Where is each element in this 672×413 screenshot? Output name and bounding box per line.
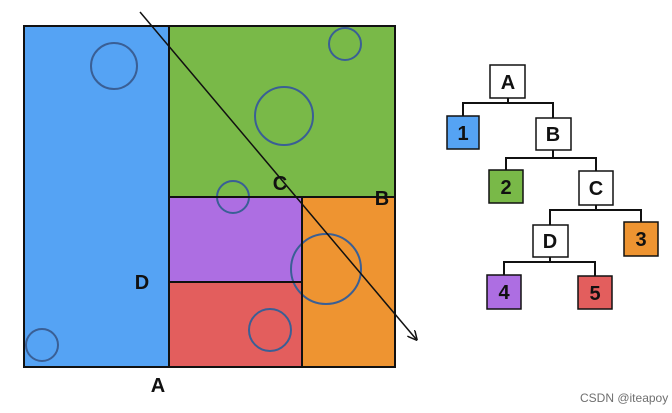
- tree-leaf-3: 3: [623, 221, 659, 257]
- tree-edge: [549, 205, 597, 225]
- tree-edges: [462, 98, 642, 276]
- tree-leaf-1: 1: [446, 115, 480, 150]
- circle: [248, 308, 292, 352]
- circle: [254, 86, 314, 146]
- circle: [328, 27, 362, 61]
- tree-edge: [462, 98, 509, 116]
- tree-leaf-4: 4: [486, 274, 522, 310]
- tree-edge: [553, 157, 597, 171]
- split-label-b: B: [375, 188, 389, 210]
- tree-edge: [508, 102, 554, 118]
- tree-edge: [596, 209, 642, 222]
- tree-node-d: D: [532, 224, 569, 258]
- region-5: [169, 282, 302, 367]
- node-label: C: [589, 178, 603, 200]
- node-box: [578, 170, 614, 206]
- node-box: [532, 224, 569, 258]
- node-label: D: [543, 231, 557, 253]
- leaf-label: 4: [498, 282, 510, 304]
- partition-square: A B C D: [23, 11, 416, 397]
- split-label-a: A: [151, 375, 165, 397]
- region-1: [24, 26, 169, 367]
- node-box: [535, 117, 572, 151]
- leaf-label: 2: [500, 177, 511, 199]
- circle: [290, 233, 362, 305]
- leaf-box: [577, 275, 613, 310]
- splitting-arrow: [139, 11, 416, 339]
- region-2: [169, 26, 395, 197]
- tree-node-a: A: [489, 64, 526, 99]
- node-label: B: [546, 124, 560, 146]
- tree-edge: [505, 150, 554, 170]
- tree-node-b: B: [535, 117, 572, 151]
- leaf-label: 1: [457, 123, 468, 145]
- region-4: [169, 197, 302, 282]
- circle: [90, 42, 138, 90]
- leaf-box: [486, 274, 522, 310]
- bsp-tree: A B C D 1 2 3 4: [446, 64, 659, 310]
- split-lines: [23, 25, 396, 368]
- circle: [25, 328, 59, 362]
- tree-node-c: C: [578, 170, 614, 206]
- leaf-label: 3: [635, 229, 646, 251]
- leaf-box: [446, 115, 480, 150]
- watermark: CSDN @iteapoy: [580, 391, 669, 405]
- split-label-c: C: [273, 173, 287, 195]
- tree-edge: [503, 257, 551, 275]
- tree-edge: [550, 261, 596, 276]
- tree-leaf-5: 5: [577, 275, 613, 310]
- tree-leaf-2: 2: [488, 169, 524, 204]
- leaf-label: 5: [589, 283, 600, 305]
- node-label: A: [501, 72, 515, 94]
- leaf-box: [488, 169, 524, 204]
- node-box: [489, 64, 526, 99]
- split-label-d: D: [135, 272, 149, 294]
- leaf-box: [623, 221, 659, 257]
- region-3: [302, 197, 395, 367]
